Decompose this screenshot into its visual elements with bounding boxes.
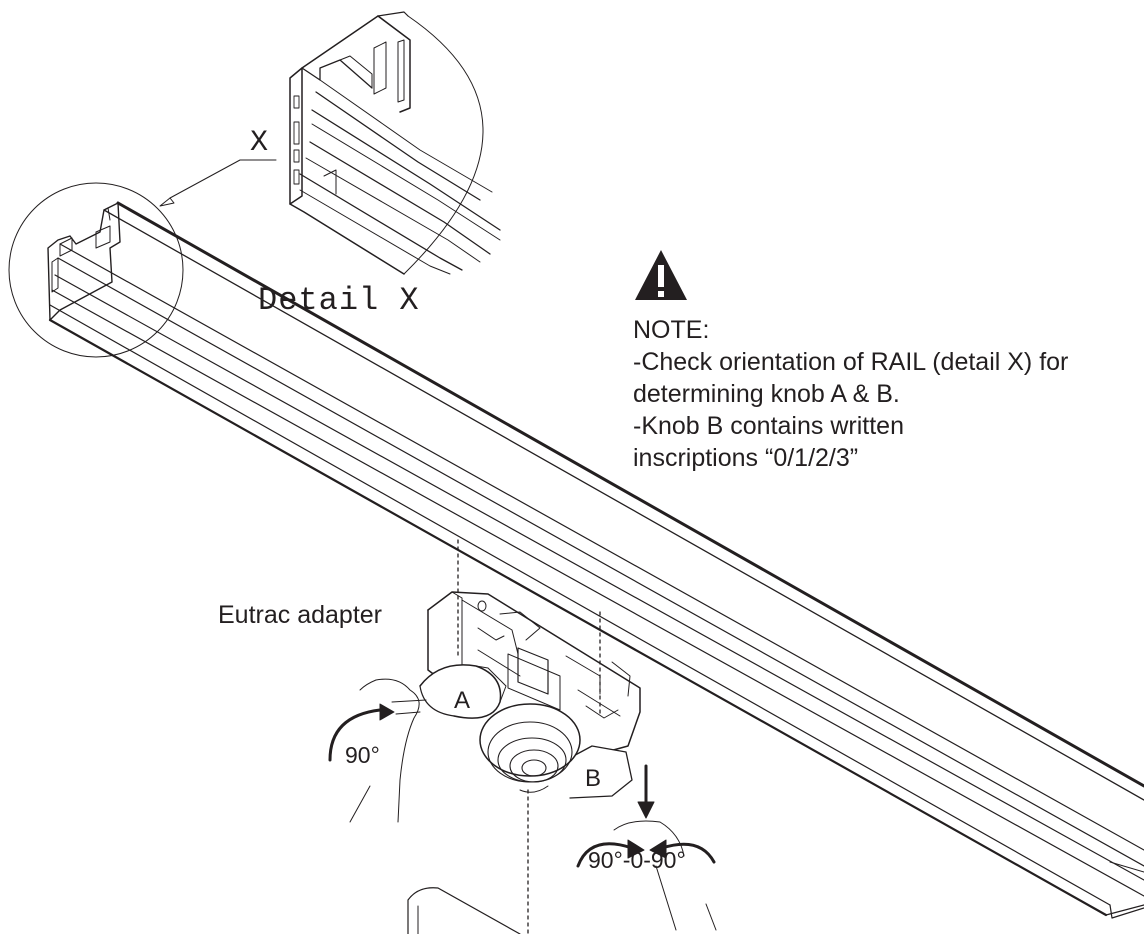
knob-b-label: B	[585, 765, 602, 792]
note-block: NOTE: -Check orientation of RAIL (detail…	[633, 314, 1138, 474]
note-line: inscriptions “0/1/2/3”	[633, 444, 859, 472]
rotation-angle-a-label: 90°	[345, 742, 380, 768]
rotation-angle-b-label: 90°-0-90°	[588, 847, 686, 873]
detail-x-magnified-profile	[289, 11, 501, 275]
track-rail	[47, 201, 1144, 919]
note-line: -Knob B contains written	[633, 412, 904, 440]
note-heading: NOTE:	[633, 316, 710, 344]
eutrac-adapter	[419, 539, 641, 934]
knob-a-label: A	[454, 687, 471, 714]
adapter-label: Eutrac adapter	[218, 601, 382, 629]
detail-marker-label: X	[250, 126, 269, 160]
detail-x-callout	[8, 159, 277, 358]
detail-caption: Detail X	[258, 282, 420, 319]
lamp-body-partial	[407, 887, 521, 934]
hand-rotate-knob-a	[328, 678, 427, 823]
note-line: -Check orientation of RAIL (detail X) fo…	[633, 348, 1069, 376]
hand-rotate-knob-b	[576, 764, 717, 931]
note-line: determining knob A & B.	[633, 380, 900, 408]
warning-triangle-icon	[635, 250, 687, 300]
